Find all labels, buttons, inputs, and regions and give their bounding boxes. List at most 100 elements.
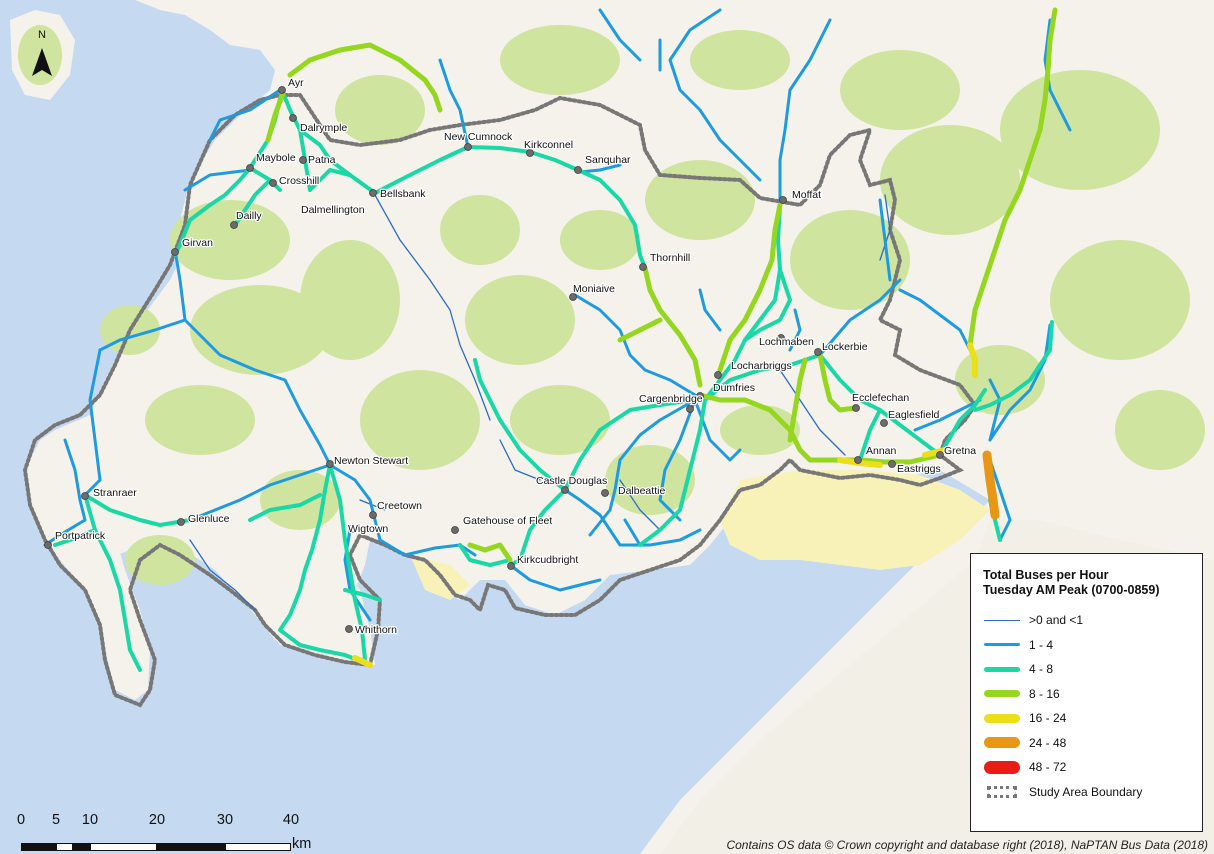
legend-item: 16 - 24 xyxy=(983,706,1192,731)
svg-text:Ayr: Ayr xyxy=(288,77,304,89)
town-eaglesfield: Eaglesfield xyxy=(880,408,941,427)
routes-4-8 xyxy=(53,88,1054,672)
svg-text:Portpatrick: Portpatrick xyxy=(55,530,106,542)
svg-text:Annan: Annan xyxy=(866,445,897,457)
town-dalrymple: Dalrymple xyxy=(289,114,349,135)
svg-text:Gatehouse of Fleet: Gatehouse of Fleet xyxy=(463,515,552,527)
legend-items: >0 and <1 1 - 4 4 - 8 8 - 16 16 - 24 24 … xyxy=(983,608,1192,804)
legend-swatch xyxy=(984,619,1020,621)
scale-segment xyxy=(73,843,90,851)
legend-label: >0 and <1 xyxy=(1029,613,1084,628)
town-sanquhar: Sanquhar xyxy=(574,153,632,174)
land-rhins xyxy=(25,415,150,700)
map-legend: Total Buses per Hour Tuesday AM Peak (07… xyxy=(970,553,1203,832)
scale-bar: 0 5 10 20 30 40 km xyxy=(12,812,312,852)
routes-24-48 xyxy=(982,450,1000,520)
scale-tick: 10 xyxy=(81,812,99,828)
town-locharbriggs: Locharbriggs xyxy=(714,359,793,379)
svg-text:Dailly: Dailly xyxy=(236,210,262,222)
legend-label: 1 - 4 xyxy=(1029,637,1054,652)
town-cargenbridge: Cargenbridge xyxy=(638,392,704,413)
svg-text:Dalbeattie: Dalbeattie xyxy=(618,485,665,497)
town-gretna: Gretna xyxy=(936,444,977,459)
town-newton-stewart: Newton Stewart xyxy=(326,454,409,468)
town-markers: Ayr Dalrymple Maybole Patna Crosshill Da… xyxy=(44,76,977,637)
town-lochmaben: Lochmaben xyxy=(758,334,815,349)
legend-boundary-swatch xyxy=(987,785,1017,798)
legend-title-line1: Total Buses per Hour xyxy=(983,568,1109,582)
svg-text:Sanquhar: Sanquhar xyxy=(585,154,631,166)
svg-text:Patna: Patna xyxy=(308,154,336,166)
land-machars xyxy=(255,570,375,665)
legend-label: 16 - 24 xyxy=(1029,711,1067,726)
routes-1-4 xyxy=(43,8,1072,622)
svg-text:Eaglesfield: Eaglesfield xyxy=(888,409,940,421)
routes-8-16 xyxy=(265,7,1058,563)
legend-swatch xyxy=(984,737,1020,749)
town-dalmellington: Dalmellington xyxy=(300,203,366,217)
svg-text:Ecclefechan: Ecclefechan xyxy=(852,392,909,404)
svg-text:Whithorn: Whithorn xyxy=(355,624,397,636)
svg-text:Kirkcudbright: Kirkcudbright xyxy=(517,554,578,566)
town-kirkconnel: Kirkconnel xyxy=(523,138,574,157)
svg-text:Castle Douglas: Castle Douglas xyxy=(536,475,607,487)
scale-tick: 20 xyxy=(148,812,166,828)
svg-text:Dalmellington: Dalmellington xyxy=(301,204,365,216)
svg-text:Maybole: Maybole xyxy=(256,152,296,164)
scale-tick: 5 xyxy=(51,812,61,828)
svg-text:Wigtown: Wigtown xyxy=(348,523,388,535)
legend-title-line2: Tuesday AM Peak (0700-0859) xyxy=(983,583,1160,597)
town-girvan: Girvan xyxy=(171,236,214,256)
town-stranraer: Stranraer xyxy=(81,486,138,500)
svg-text:Girvan: Girvan xyxy=(182,237,213,249)
town-ayr: Ayr xyxy=(278,76,305,94)
legend-swatch xyxy=(984,643,1020,647)
legend-item: Study Area Boundary xyxy=(983,780,1192,805)
svg-text:Kirkconnel: Kirkconnel xyxy=(524,139,573,151)
town-moniaive: Moniaive xyxy=(569,282,616,301)
town-dailly: Dailly xyxy=(230,209,264,229)
town-ecclefechan: Ecclefechan xyxy=(851,391,911,412)
town-lockerbie: Lockerbie xyxy=(814,340,869,356)
scale-tick: 30 xyxy=(216,812,234,828)
legend-label: Study Area Boundary xyxy=(1029,784,1143,799)
legend-item: 8 - 16 xyxy=(983,682,1192,707)
town-creetown: Creetown xyxy=(369,499,423,519)
legend-item: >0 and <1 xyxy=(983,608,1192,633)
svg-text:Moniaive: Moniaive xyxy=(573,283,615,295)
svg-text:Crosshill: Crosshill xyxy=(279,175,319,187)
svg-text:Dumfries: Dumfries xyxy=(713,382,755,394)
svg-text:Thornhill: Thornhill xyxy=(650,252,690,264)
north-label: N xyxy=(38,29,46,41)
town-moffat: Moffat xyxy=(779,188,822,204)
scale-segment xyxy=(225,843,291,851)
town-kirkcudbright: Kirkcudbright xyxy=(507,553,580,570)
svg-text:Moffat: Moffat xyxy=(792,189,821,201)
town-eastriggs: Eastriggs xyxy=(888,460,942,476)
legend-swatch xyxy=(984,713,1020,723)
scale-tick: 0 xyxy=(16,812,26,828)
legend-item: 48 - 72 xyxy=(983,755,1192,780)
town-dumfries: Dumfries xyxy=(696,381,756,400)
svg-text:Bellsbank: Bellsbank xyxy=(380,188,426,200)
routes-under-1 xyxy=(189,194,891,611)
town-new-cumnock: New Cumnock xyxy=(443,130,514,151)
svg-text:Cargenbridge: Cargenbridge xyxy=(639,393,703,405)
town-glenluce: Glenluce xyxy=(177,512,231,526)
town-crosshill: Crosshill xyxy=(269,174,320,188)
scale-segment xyxy=(157,843,225,851)
scale-segment xyxy=(56,843,73,851)
legend-item: 4 - 8 xyxy=(983,657,1192,682)
attribution: Contains OS data © Crown copyright and d… xyxy=(726,838,1208,852)
town-bellsbank: Bellsbank xyxy=(369,187,427,201)
legend-item: 1 - 4 xyxy=(983,633,1192,658)
town-annan: Annan xyxy=(854,444,898,464)
svg-text:Glenluce: Glenluce xyxy=(188,513,230,525)
legend-label: 8 - 16 xyxy=(1029,686,1060,701)
svg-text:Lockerbie: Lockerbie xyxy=(822,341,868,353)
svg-text:Lochmaben: Lochmaben xyxy=(759,336,814,348)
legend-label: 48 - 72 xyxy=(1029,760,1067,775)
town-thornhill: Thornhill xyxy=(639,251,691,271)
north-arrow: N xyxy=(32,29,52,76)
